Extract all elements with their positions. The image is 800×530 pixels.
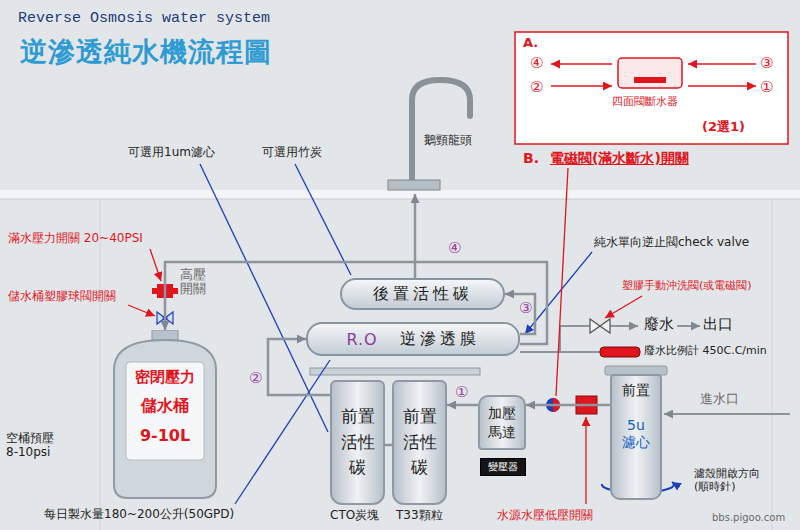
countertop [0,190,800,199]
four-way-valve [551,58,756,88]
filter-cartridge: 前置 5u濾心 [610,374,662,500]
water-pipe [526,404,610,407]
node-text: 前置活性碳 [341,404,375,481]
port-label: 廢水 [644,316,674,333]
node-text: 密閉壓力 [135,368,195,387]
part-label: 高壓開關 [180,268,208,297]
cabinet-edge [100,199,101,530]
capacity-note: 每日製水量180~200公升(50GPD) [44,508,234,522]
part-label: 四面閥斷水器 [612,96,678,109]
note: 可選用竹炭 [262,146,322,160]
note: 濾殼開啟方向 (順時針) [694,468,778,493]
water-pipe [447,404,478,407]
port-number: ② [530,79,543,96]
title: 逆滲透純水機流程圖 [20,36,272,67]
water-pipe [385,444,392,447]
waste-ratio-meter [600,347,640,357]
port-number: ① [760,79,773,96]
note: (2選1) [702,120,745,135]
filter-cartridge: 前置活性碳 [330,380,385,505]
option-letter: B. [523,150,539,166]
faucet-base [388,180,440,190]
port-number: ④ [530,55,543,72]
part-label: 廢水比例計 450C.C/min [644,345,767,358]
port-number: ③ [760,55,773,72]
booster-pump: 加壓馬達 [478,395,526,450]
port-label: 進水口 [700,392,739,407]
node-text: 加壓馬達 [488,404,516,440]
node-text: 逆滲透膜 [400,329,480,350]
node-text: 9-10L [140,426,190,445]
part-label: 純水單向逆止閥check valve [594,236,749,250]
gooseneck-faucet [412,80,470,182]
watermark: bbs.pigoo.com [712,512,785,524]
node-text: 後置活性碳 [373,284,473,305]
note: 空桶預壓 8-10psi [6,432,68,460]
option-letter: A. [523,36,538,51]
option-box [515,32,788,144]
node-text: 前置活性碳 [403,404,437,481]
membrane-housing: R.O 逆滲透膜 [306,322,520,356]
port-label: 出口 [703,316,733,333]
callout-number: ③ [519,300,532,317]
node-text: 變壓器 [488,460,518,474]
part-label: 儲水桶塑膠球閥開關 [8,290,116,304]
cabinet-edge [772,199,773,530]
filter-cartridge: 前置活性碳 [392,380,447,505]
part-label: 塑膠手動沖洗閥(或電磁閥) [622,280,752,293]
countertop-edge [0,199,800,200]
inlet-pipe [664,413,790,415]
english-title: Reverse Osmosis water system [18,10,270,27]
mounting-plate [310,368,480,375]
part-label: CTO炭塊 [330,509,379,523]
node-text: 5u濾心 [622,417,650,451]
callout-number: ④ [448,240,461,257]
filter-cartridge: 後置活性碳 [340,278,505,310]
part-label: 水源水壓低壓開關 [497,509,593,523]
node-text: 前置 [622,382,650,399]
note: 可選用1um濾心 [128,146,215,160]
storage-tank: 密閉壓力儲水桶 9-10L [110,330,220,500]
part-label: 電磁閥(滿水斷水)開關 [550,150,689,166]
part-label: 滿水壓力開關 20~40PSI [8,232,143,246]
node-text: R.O [346,330,377,349]
part-label: T33顆粒 [396,509,443,523]
flush-valve [590,319,610,333]
part-label: 鵝頸龍頭 [424,134,472,148]
callout-number: ② [249,370,262,387]
node-text: 儲水桶 [141,396,189,417]
transformer: 變壓器 [480,458,526,476]
pipe [414,194,417,278]
callout-number: ① [455,384,468,401]
